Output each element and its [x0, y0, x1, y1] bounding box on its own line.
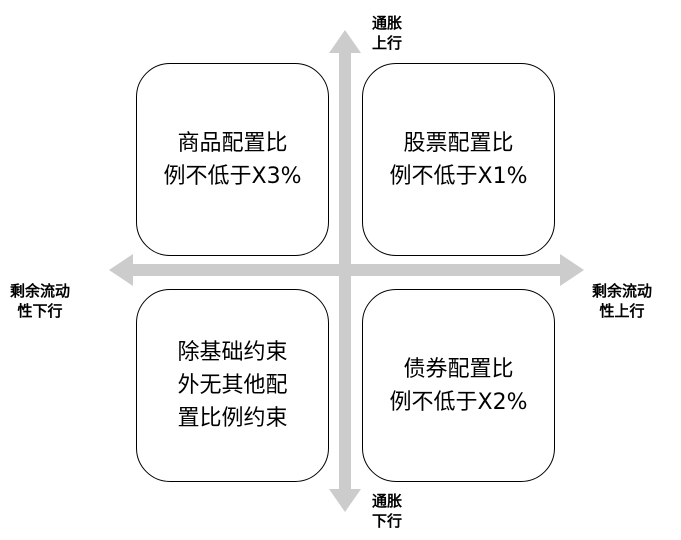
quadrant-bottom-left: 除基础约束 外无其他配 置比例约束	[136, 289, 329, 482]
arrow-down-icon	[329, 489, 361, 512]
quadrant-bottom-left-text: 除基础约束 外无其他配 置比例约束	[177, 340, 288, 431]
axis-label-right: 剩余流动 性上行	[592, 282, 653, 320]
quadrant-top-left-text: 商品配置比 例不低于X3%	[163, 130, 302, 189]
quadrant-bottom-right-text: 债券配置比 例不低于X2%	[389, 356, 528, 415]
quadrant-bottom-right: 债券配置比 例不低于X2%	[362, 289, 555, 482]
axis-label-left: 剩余流动 性下行	[10, 282, 71, 320]
arrow-up-icon	[329, 30, 361, 53]
quadrant-top-left: 商品配置比 例不低于X3%	[136, 63, 329, 256]
arrow-left-icon	[109, 254, 133, 286]
axis-label-top: 通胀 上行	[372, 14, 403, 52]
axis-label-bottom: 通胀 下行	[372, 492, 403, 530]
quadrant-top-right: 股票配置比 例不低于X1%	[362, 63, 555, 256]
arrow-right-icon	[560, 254, 584, 286]
horizontal-axis-shaft	[132, 264, 562, 276]
quadrant-top-right-text: 股票配置比 例不低于X1%	[389, 130, 528, 189]
